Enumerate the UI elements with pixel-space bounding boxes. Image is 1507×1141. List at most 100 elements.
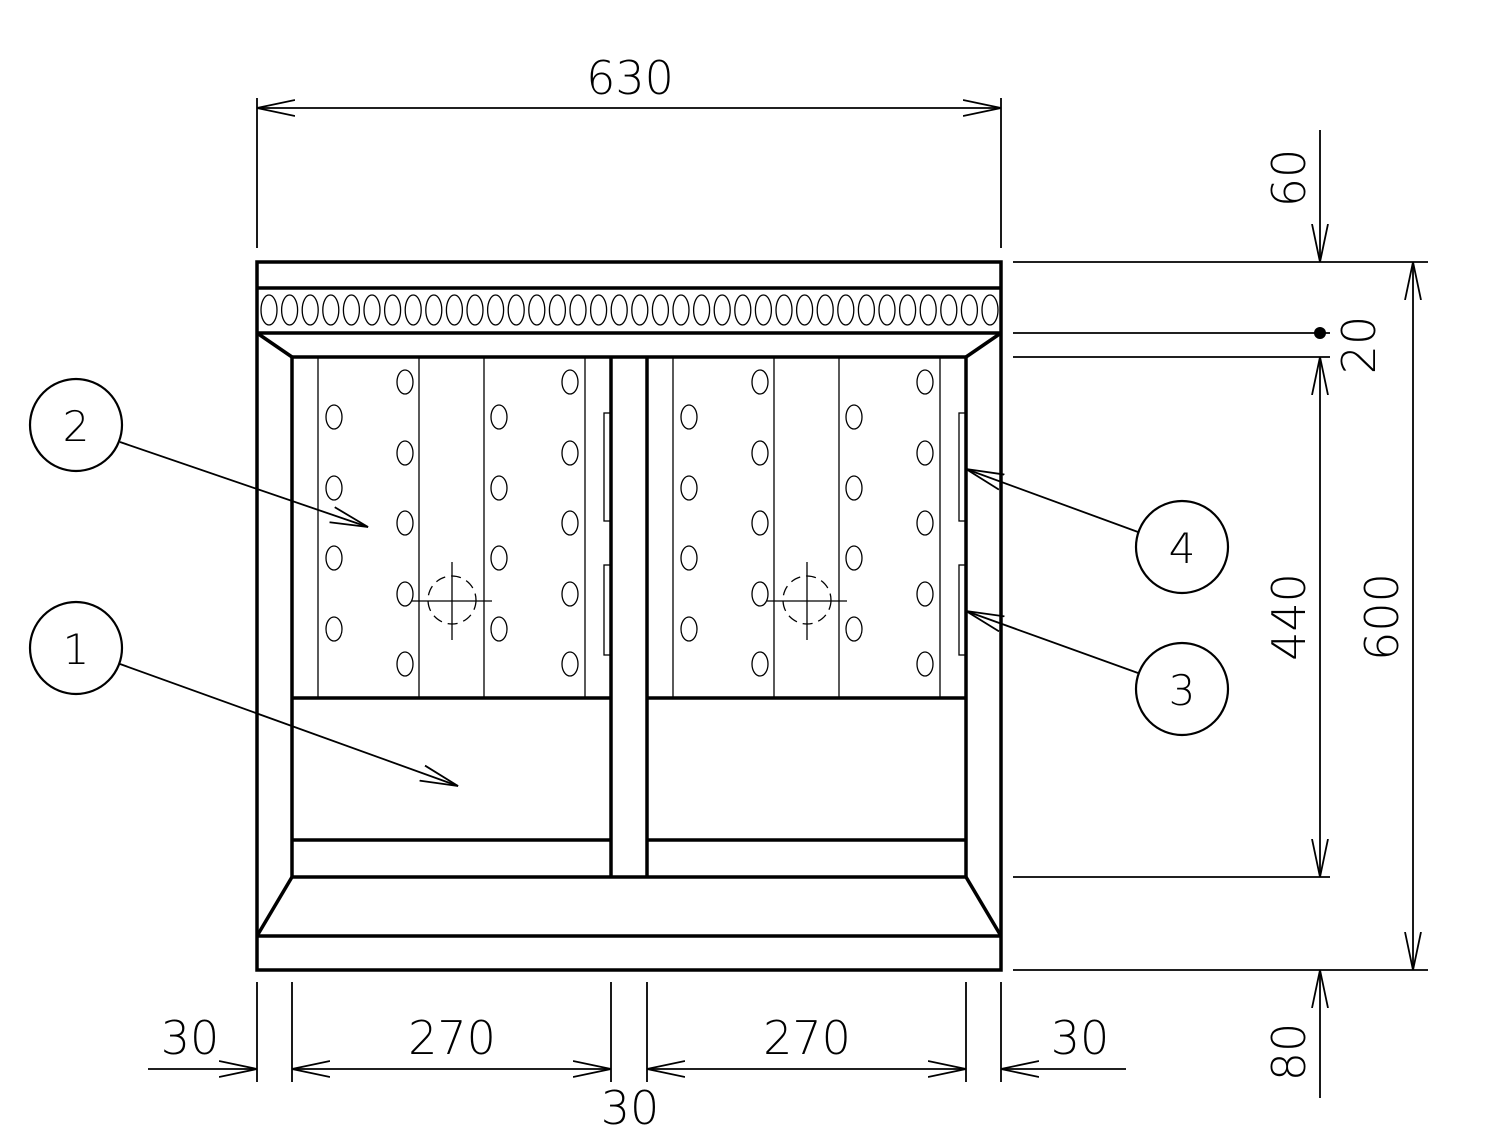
bottom-offset-label: 80 — [1262, 1023, 1316, 1082]
perforation-hole — [916, 651, 934, 677]
bead — [589, 294, 608, 326]
bead — [837, 294, 855, 326]
perforation-hole — [845, 545, 863, 571]
bead — [857, 294, 876, 326]
bead — [713, 294, 731, 326]
bead — [383, 294, 402, 326]
bead — [445, 294, 464, 326]
bead — [322, 294, 340, 326]
right-margin-label: 30 — [1051, 1011, 1110, 1065]
bead — [692, 294, 711, 326]
bead — [466, 294, 484, 326]
callout-3-label: 3 — [1169, 666, 1196, 715]
perforation-hole — [751, 651, 769, 677]
perforation-hole — [751, 581, 769, 607]
bead — [301, 294, 319, 326]
bead — [548, 294, 567, 326]
bead — [569, 294, 587, 326]
perforation-hole — [325, 545, 343, 571]
perforation-hole — [396, 369, 414, 395]
perforation-hole — [325, 404, 343, 430]
bead — [528, 294, 546, 326]
perforation-hole — [325, 475, 343, 501]
perforation-hole — [751, 369, 769, 395]
callout-1: 1 — [28, 600, 458, 786]
dimension-overall-width: 630 — [256, 51, 1002, 248]
perforation-hole — [490, 404, 508, 430]
callout-4-label: 4 — [1169, 524, 1196, 573]
bead — [940, 294, 958, 326]
left-panel-slats — [317, 357, 586, 698]
bead — [280, 294, 299, 326]
bead — [651, 294, 670, 326]
cabinet-body — [255, 260, 1003, 972]
dimension-right-side — [1013, 130, 1428, 1098]
bead — [610, 294, 628, 326]
perforation-hole — [561, 651, 579, 677]
perforation-hole — [916, 581, 934, 607]
perforation-hole — [396, 510, 414, 536]
perforation-hole — [751, 510, 769, 536]
bead — [775, 294, 793, 326]
perforation-hole — [490, 545, 508, 571]
perforation-hole — [396, 651, 414, 677]
bead — [898, 294, 917, 326]
perforation-hole — [396, 581, 414, 607]
perforation-hole — [680, 475, 698, 501]
perforation-hole — [751, 440, 769, 466]
bead — [960, 294, 979, 326]
perforation-hole — [490, 475, 508, 501]
perforation-hole — [490, 616, 508, 642]
bead — [507, 294, 525, 326]
callout-2: 2 — [28, 377, 368, 527]
perforation-hole — [916, 369, 934, 395]
bead — [631, 294, 649, 326]
callout-3: 3 — [966, 611, 1230, 737]
bead — [425, 294, 443, 326]
bead — [981, 294, 999, 326]
perforation-holes — [325, 369, 934, 677]
callout-4: 4 — [966, 469, 1230, 595]
bead — [734, 294, 752, 326]
bead-row — [260, 294, 999, 326]
bead — [919, 294, 937, 326]
bead — [363, 294, 381, 326]
bead — [878, 294, 896, 326]
frame-depth-label: 20 — [1332, 316, 1386, 375]
bead — [795, 294, 814, 326]
overall-height-label: 600 — [1355, 573, 1409, 661]
inner-height-label: 440 — [1262, 573, 1316, 661]
callout-2-label: 2 — [63, 402, 90, 451]
center-gap-label: 30 — [601, 1081, 660, 1135]
perforation-hole — [916, 440, 934, 466]
bead — [404, 294, 422, 326]
perforation-hole — [561, 510, 579, 536]
right-panel-slats — [672, 357, 941, 698]
perforation-hole — [845, 475, 863, 501]
bead — [260, 294, 278, 326]
bead — [342, 294, 361, 326]
perforation-hole — [916, 510, 934, 536]
perforation-hole — [845, 616, 863, 642]
perforation-hole — [680, 545, 698, 571]
overall-width-label: 630 — [586, 51, 674, 105]
perforation-hole — [396, 440, 414, 466]
top-offset-label: 60 — [1262, 149, 1316, 208]
perforation-hole — [561, 581, 579, 607]
lock-symbol-left — [412, 562, 492, 640]
perforation-hole — [845, 404, 863, 430]
bead — [486, 294, 505, 326]
hinges — [603, 412, 967, 656]
dimension-bottom — [148, 982, 1126, 1082]
perforation-hole — [561, 369, 579, 395]
perforation-hole — [325, 616, 343, 642]
lock-symbol-right — [767, 562, 847, 640]
perforation-hole — [561, 440, 579, 466]
perforation-hole — [680, 404, 698, 430]
bead — [754, 294, 773, 326]
left-margin-label: 30 — [161, 1011, 220, 1065]
perforation-hole — [680, 616, 698, 642]
right-panel-width-label: 270 — [763, 1011, 851, 1065]
callout-1-label: 1 — [63, 625, 90, 674]
